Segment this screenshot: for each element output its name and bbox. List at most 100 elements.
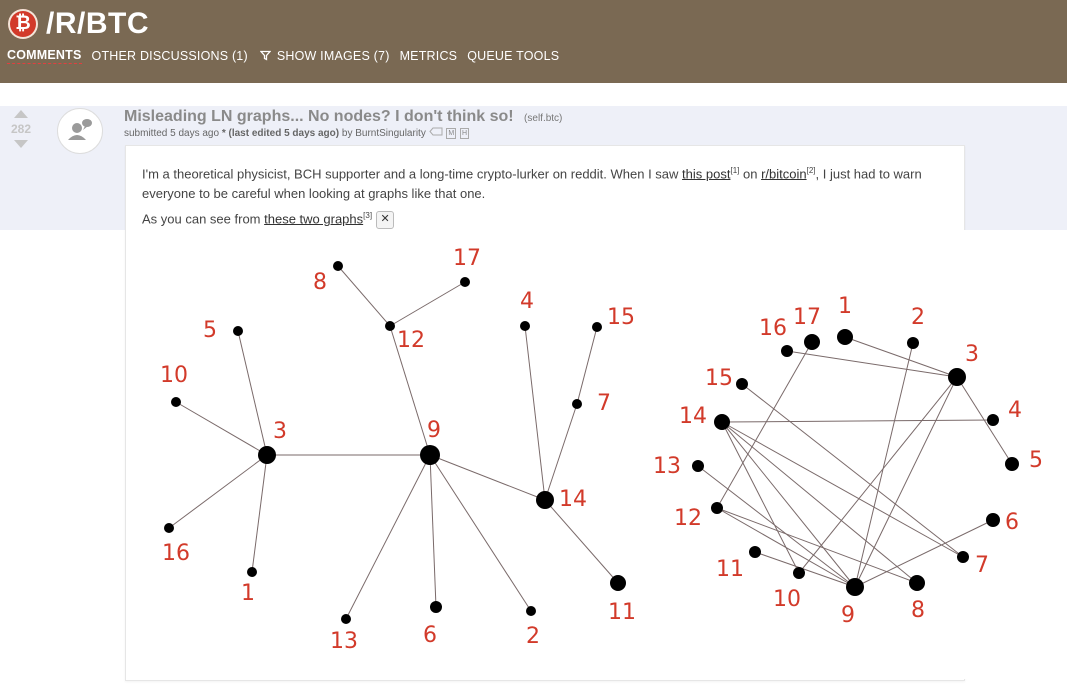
- graph-node: [736, 378, 748, 390]
- post-domain[interactable]: (self.btc): [524, 113, 563, 124]
- tab-comments[interactable]: COMMENTS: [7, 48, 82, 64]
- graph-node-label: 7: [597, 391, 611, 416]
- post-title[interactable]: Misleading LN graphs... No nodes? I don'…: [124, 108, 514, 125]
- close-image-button[interactable]: ✕: [376, 210, 395, 229]
- graph-node-label: 2: [911, 305, 925, 330]
- graph-node-label: 6: [423, 623, 437, 648]
- graph-edge: [741, 383, 964, 558]
- post-paragraph-1: I'm a theoretical physicist, BCH support…: [142, 161, 957, 204]
- graph-edge: [429, 454, 532, 612]
- graph-node-label: 11: [608, 600, 636, 625]
- graph-edge: [389, 325, 431, 456]
- graph-node: [171, 397, 181, 407]
- graph-node: [781, 345, 793, 357]
- graph-edge: [168, 454, 268, 529]
- graph-node: [247, 567, 257, 577]
- graph-edge: [524, 325, 546, 501]
- graph-edge: [389, 281, 466, 327]
- graph-edge: [854, 342, 914, 588]
- r-bitcoin-link[interactable]: r/bitcoin: [761, 166, 807, 182]
- graph-edge: [721, 421, 964, 558]
- graph-node: [430, 601, 442, 613]
- graph-edge: [716, 507, 856, 588]
- downvote-arrow-icon[interactable]: [14, 140, 28, 148]
- ref-1: [1]: [730, 166, 740, 175]
- text-fragment: I'm a theoretical physicist, BCH support…: [142, 166, 683, 182]
- edited-time: * (last edited 5 days ago): [221, 128, 340, 139]
- flag-h[interactable]: H: [460, 127, 470, 139]
- vote-widget: 282: [8, 110, 34, 148]
- graph-node-label: 8: [911, 598, 925, 623]
- ref-2: [2]: [806, 166, 816, 175]
- graph-node-label: 17: [793, 305, 821, 330]
- graph-edge: [854, 519, 994, 588]
- tab-queue-tools[interactable]: QUEUE TOOLS: [467, 49, 560, 63]
- graph-node-label: 14: [559, 487, 587, 512]
- graph-node-label: 5: [1029, 448, 1043, 473]
- these-two-graphs-link[interactable]: these two graphs: [264, 211, 364, 227]
- graph-node-label: 13: [653, 454, 681, 479]
- by-label: by: [341, 128, 353, 139]
- graph-node-label: 10: [773, 587, 801, 612]
- graph-edge: [716, 341, 813, 509]
- graph-node: [258, 446, 276, 464]
- graph-edge: [237, 330, 268, 456]
- subreddit-header: ₿ /R/BTC COMMENTS OTHER DISCUSSIONS (1) …: [0, 0, 1067, 83]
- graph-node-label: 6: [1005, 510, 1019, 535]
- subreddit-name[interactable]: /R/BTC: [46, 7, 149, 40]
- graph-node: [572, 399, 582, 409]
- graph-edge: [786, 350, 958, 378]
- graph-edge: [345, 454, 431, 620]
- graph-node-label: 7: [975, 553, 989, 578]
- post-score: 282: [10, 122, 32, 136]
- graph-node-label: 1: [838, 294, 852, 319]
- graph-edge: [844, 336, 958, 378]
- graph-node: [385, 321, 395, 331]
- graph-edge: [251, 454, 268, 573]
- filter-icon: [259, 49, 272, 64]
- graph-node-label: 12: [397, 328, 425, 353]
- graph-edge: [697, 465, 856, 588]
- graph-node: [1005, 457, 1019, 471]
- graph-node-label: 15: [607, 305, 635, 330]
- tab-show-images[interactable]: SHOW IMAGES (7): [276, 49, 390, 63]
- submitted-time: submitted 5 days ago: [124, 128, 220, 139]
- graph-node: [520, 321, 530, 331]
- upvote-arrow-icon[interactable]: [14, 110, 28, 118]
- this-post-link[interactable]: this post: [682, 166, 731, 182]
- text-fragment: , I just had to warn everyone to be care…: [142, 166, 922, 202]
- graph-node: [909, 575, 925, 591]
- graph-node: [714, 414, 730, 430]
- tab-metrics[interactable]: METRICS: [399, 49, 458, 63]
- post-title-line: Misleading LN graphs... No nodes? I don'…: [124, 108, 562, 126]
- graph-node: [536, 491, 554, 509]
- graph-node: [948, 368, 966, 386]
- tag-icon[interactable]: [428, 127, 446, 139]
- graph-edge: [429, 454, 546, 501]
- graph-node: [692, 460, 704, 472]
- tab-other-discussions[interactable]: OTHER DISCUSSIONS (1): [91, 49, 248, 63]
- bitcoin-logo-icon[interactable]: ₿: [8, 9, 38, 39]
- graph-node-label: 3: [273, 419, 287, 444]
- graph-node-label: 10: [160, 363, 188, 388]
- graph-edge: [854, 376, 958, 588]
- graph-node-label: 16: [759, 316, 787, 341]
- author-link[interactable]: BurntSingularity: [355, 128, 426, 139]
- graph-node-label: 13: [330, 629, 358, 654]
- graph-node: [711, 502, 723, 514]
- graph-node: [749, 546, 761, 558]
- graph-node-label: 12: [674, 506, 702, 531]
- graph-edge: [754, 551, 856, 588]
- graph-node: [526, 606, 536, 616]
- graph-node: [957, 551, 969, 563]
- graph-edge: [721, 421, 918, 584]
- graph-edge: [576, 326, 598, 405]
- self-post-thumbnail-icon[interactable]: [57, 108, 103, 154]
- graph-node-label: 3: [965, 342, 979, 367]
- graph-node-label: 2: [526, 624, 540, 649]
- ref-3: [3]: [363, 211, 373, 220]
- flag-m[interactable]: M: [446, 127, 457, 139]
- graph-node: [341, 614, 351, 624]
- graph-node: [793, 567, 805, 579]
